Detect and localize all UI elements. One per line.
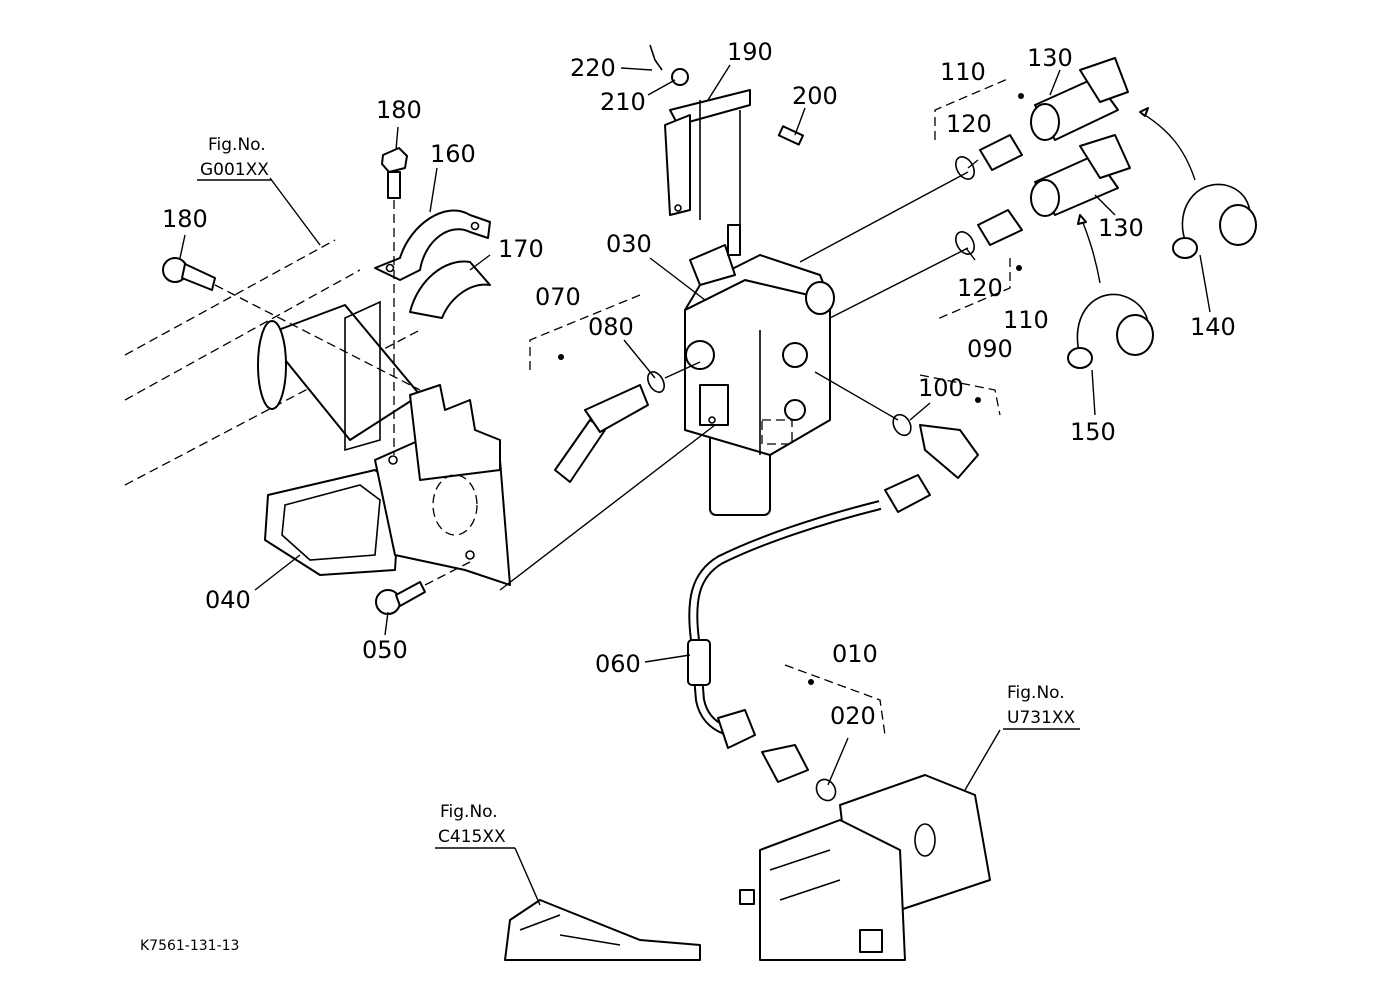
dust-cap-140 bbox=[1139, 107, 1257, 259]
label-100: 100 bbox=[918, 374, 964, 402]
fig-ref-u731xx-prefix: Fig.No. bbox=[1007, 683, 1065, 703]
part-labels: 220 210 190 200 180 160 180 170 030 070 … bbox=[162, 38, 1236, 730]
group-brackets bbox=[529, 77, 1011, 736]
fig-ref-c415xx-code: C415XX bbox=[438, 827, 506, 847]
label-110-top: 110 bbox=[940, 58, 986, 86]
label-150: 150 bbox=[1070, 418, 1116, 446]
leader-lines bbox=[179, 64, 1211, 906]
label-110-bottom: 110 bbox=[1003, 306, 1049, 334]
bracket bbox=[264, 384, 511, 586]
drawing-number: K7561-131-13 bbox=[140, 938, 239, 954]
label-030: 030 bbox=[606, 230, 652, 258]
bolt-180-side bbox=[162, 257, 421, 391]
coupler-upper bbox=[799, 57, 1129, 263]
bolt-050 bbox=[375, 561, 471, 615]
label-210: 210 bbox=[600, 88, 646, 116]
label-120-top: 120 bbox=[946, 110, 992, 138]
label-130-top: 130 bbox=[1027, 44, 1073, 72]
label-170: 170 bbox=[498, 235, 544, 263]
label-010: 010 bbox=[832, 640, 878, 668]
pump bbox=[739, 774, 991, 961]
label-080: 080 bbox=[588, 313, 634, 341]
bolt-180-top bbox=[381, 147, 408, 455]
adapter-fitting-010 bbox=[761, 744, 837, 802]
hose bbox=[687, 474, 931, 749]
fig-ref-g001xx-prefix: Fig.No. bbox=[208, 135, 266, 155]
label-020: 020 bbox=[830, 702, 876, 730]
label-140: 140 bbox=[1190, 313, 1236, 341]
label-050: 050 bbox=[362, 636, 408, 664]
control-valve bbox=[684, 224, 835, 516]
fig-ref-g001xx: Fig.No. G001XX bbox=[197, 135, 272, 181]
lever bbox=[649, 44, 804, 230]
label-180-top: 180 bbox=[376, 96, 422, 124]
group-dots bbox=[558, 93, 1024, 685]
elbow-fitting-090 bbox=[814, 371, 979, 479]
label-090: 090 bbox=[967, 335, 1013, 363]
label-130-bottom: 130 bbox=[1098, 214, 1144, 242]
fig-ref-c415xx: Fig.No. C415XX bbox=[435, 802, 515, 849]
fig-ref-g001xx-code: G001XX bbox=[200, 160, 269, 180]
fig-ref-u731xx: Fig.No. U731XX bbox=[1003, 683, 1080, 730]
elbow-fitting-070 bbox=[499, 361, 716, 591]
frame-tube bbox=[124, 239, 421, 486]
fig-ref-c415xx-prefix: Fig.No. bbox=[440, 802, 498, 822]
transmission bbox=[504, 899, 701, 961]
label-060: 060 bbox=[595, 650, 641, 678]
fig-ref-u731xx-code: U731XX bbox=[1007, 708, 1076, 728]
label-120-bottom: 120 bbox=[957, 274, 1003, 302]
label-200: 200 bbox=[792, 82, 838, 110]
label-180-side: 180 bbox=[162, 205, 208, 233]
dust-cap-150 bbox=[1067, 214, 1154, 369]
label-070: 070 bbox=[535, 283, 581, 311]
label-220: 220 bbox=[570, 54, 616, 82]
coupler-lower bbox=[829, 134, 1131, 319]
clamp bbox=[374, 209, 491, 319]
label-160: 160 bbox=[430, 140, 476, 168]
label-040: 040 bbox=[205, 586, 251, 614]
label-190: 190 bbox=[727, 38, 773, 66]
